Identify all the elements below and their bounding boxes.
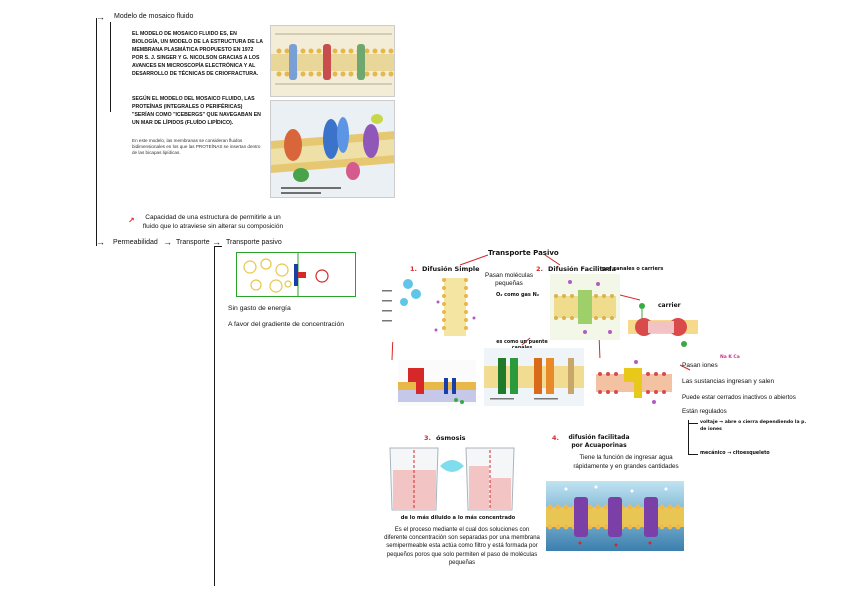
- mosaic-title: Modelo de mosaico fluido: [114, 13, 194, 20]
- tree-arrow-mosaic: →: [96, 12, 105, 22]
- membrane-diagram-top: [270, 25, 395, 97]
- tree-vertical-transport: [214, 246, 215, 586]
- mosaic-para-3: En este modelo, las membranas se conside…: [132, 138, 261, 155]
- osmosis-number: 3.: [424, 434, 431, 442]
- open-closed-text: Puede estar cerrados inactivos o abierto…: [682, 394, 796, 401]
- aquaporin-label: difusión facilitada por Acuaporinas: [568, 434, 630, 449]
- tree-vertical-main: [96, 18, 97, 246]
- aquaporin-number: 4.: [552, 434, 559, 442]
- simple-diffusion-label: Difusión Simple: [422, 265, 480, 273]
- tree-hline-passive: [214, 246, 222, 247]
- mosaic-para-2: SEGÚN EL MODELO DEL MOSAICO FLUIDO, LAS …: [132, 96, 261, 126]
- carrier-figure: [626, 298, 700, 354]
- osmosis-label: ósmosis: [436, 434, 466, 442]
- transport-label: Transporte: [176, 239, 210, 246]
- facilitated-diffusion-label: Difusión Facilitada: [548, 265, 617, 273]
- membrane-diagram-3d: [270, 100, 395, 198]
- passive-transport-label: Transporte pasivo: [226, 239, 282, 246]
- tree-vertical-mosaic: [110, 22, 111, 112]
- aquaporin-definition: Tiene la función de ingresar agua rápida…: [573, 454, 679, 470]
- channel-figure-right: [596, 358, 672, 406]
- mechanical-text: mecánico → citoesqueleto: [700, 451, 770, 456]
- passive-map-title: Transporte Pasivo: [488, 249, 559, 257]
- osmosis-figure: [382, 440, 520, 512]
- tree-arrow-passive: →: [212, 237, 221, 247]
- aquaporin-figure: [546, 481, 684, 551]
- tree-arrow-perm: →: [96, 237, 105, 247]
- ions-mark: Na K Ca: [720, 355, 740, 360]
- osmosis-caption: de lo más diluido a lo más concentrado: [400, 515, 516, 521]
- in-out-text: Las sustancias ingresan y salen: [682, 378, 775, 385]
- regulated-bracket: [688, 420, 689, 454]
- permeability-mark: ↗: [128, 216, 135, 225]
- permeability-definition: Capacidad de una estructura de permitirl…: [142, 214, 284, 230]
- tree-arrow-transport: →: [163, 237, 172, 247]
- facilitated-diffusion-number: 2.: [536, 265, 543, 273]
- simple-diffusion-number: 1.: [410, 265, 417, 273]
- simple-diffusion-example: O₂ como gas N₂: [496, 292, 540, 298]
- facilitated-diffusion-note: por canales o carriers: [602, 266, 664, 272]
- channel-figure-left: [398, 360, 476, 406]
- channel-figure-center: [484, 348, 584, 406]
- carrier-label: carrier: [658, 302, 681, 309]
- regulated-text: Están regulados: [682, 408, 727, 415]
- regulated-hline-1: [688, 423, 698, 424]
- facilitated-diffusion-figure: [550, 274, 620, 340]
- no-energy-text: Sin gasto de energía: [228, 305, 291, 312]
- ions-text: Pasan iones: [682, 362, 718, 369]
- osmosis-definition: Es el proceso mediante el cual dos soluc…: [384, 527, 540, 566]
- voltage-text: voltaje → abre o cierra dependiendo la p…: [700, 420, 807, 432]
- permeability-label: Permeabilidad: [113, 239, 158, 246]
- passive-diffusion-box: [236, 252, 356, 297]
- simple-diffusion-note: Pasan moléculas pequeñas: [485, 272, 533, 287]
- gradient-text: A favor del gradiente de concentración: [228, 321, 345, 328]
- simple-diffusion-figure: [380, 272, 482, 342]
- mosaic-para-1: EL MODELO DE MOSAICO FLUIDO ES, EN BIOLO…: [132, 31, 263, 77]
- regulated-hline-2: [688, 454, 698, 455]
